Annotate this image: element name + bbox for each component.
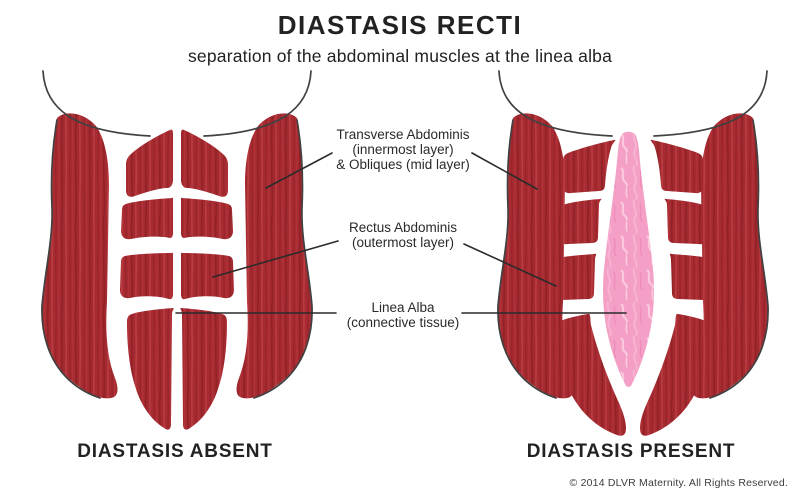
- label-line: (outermost layer): [351, 235, 455, 250]
- label-transverse-abdominis: Transverse Abdominis (innermost layer) &…: [322, 127, 484, 172]
- page-title: DIASTASIS RECTI: [277, 10, 523, 40]
- torso-outline-left: [497, 119, 557, 399]
- pectoral-outline-left: [498, 70, 613, 137]
- pectoral-outline-left: [42, 70, 151, 137]
- page-subtitle: separation of the abdominal muscles at t…: [187, 46, 613, 66]
- leader-rectus-left: [212, 240, 339, 278]
- torso-outline-right: [253, 119, 313, 399]
- label-line: Linea Alba: [371, 300, 435, 315]
- torso-outline-left: [41, 119, 101, 399]
- leader-transverse-left: [265, 152, 333, 189]
- caption-diastasis-absent: DIASTASIS ABSENT: [77, 441, 273, 462]
- torso-diastasis-absent: [41, 70, 313, 430]
- oblique-muscle-right: [236, 113, 313, 399]
- label-linea-alba: Linea Alba (connective tissue): [322, 300, 484, 330]
- torso-outline-right: [709, 119, 769, 399]
- label-line: (connective tissue): [346, 315, 460, 330]
- label-line: Rectus Abdominis: [348, 220, 458, 235]
- pectoral-outline-right: [203, 70, 312, 137]
- leader-transverse-right: [471, 152, 538, 190]
- label-line: & Obliques (mid layer): [336, 157, 470, 172]
- torso-diastasis-present: [497, 70, 769, 436]
- caption-diastasis-present: DIASTASIS PRESENT: [526, 441, 736, 462]
- leader-rectus-right: [463, 243, 557, 287]
- linea-alba-tissue: [603, 131, 654, 387]
- rectus-abdominis-segments-separated: [554, 139, 712, 436]
- copyright-notice: © 2014 DLVR Maternity. All Rights Reserv…: [569, 477, 788, 489]
- leader-lines: [175, 152, 627, 314]
- pectoral-outline-right: [653, 70, 768, 137]
- rectus-abdominis-segments: [120, 129, 234, 430]
- label-line: Transverse Abdominis: [336, 127, 470, 142]
- label-rectus-abdominis: Rectus Abdominis (outermost layer): [322, 220, 484, 250]
- oblique-muscle-left: [41, 113, 118, 399]
- label-line: (innermost layer): [352, 142, 454, 157]
